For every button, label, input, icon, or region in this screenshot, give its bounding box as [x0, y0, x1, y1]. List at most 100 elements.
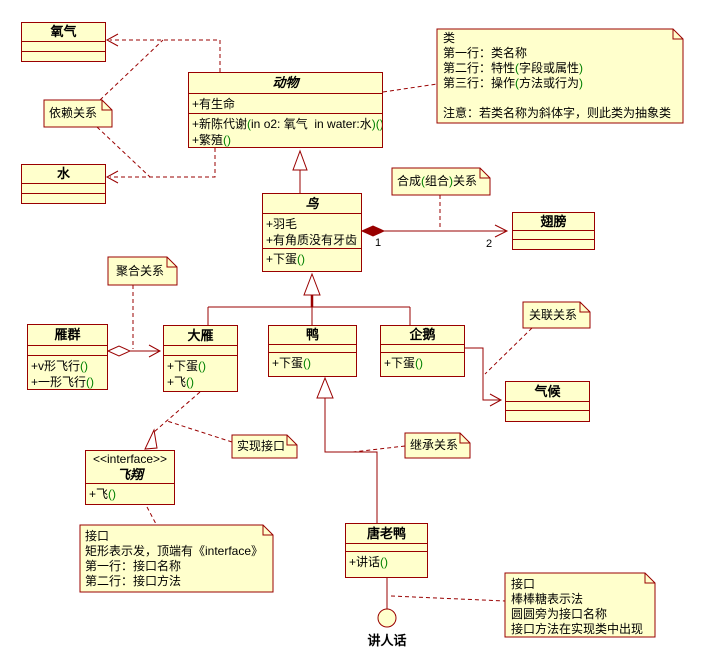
- lollipop-interface-label: 讲人话: [367, 633, 407, 648]
- note-shape-inherit[interactable]: [404, 432, 471, 459]
- operation-line: +下蛋(): [272, 356, 312, 370]
- operation-line: +一形飞行(): [31, 375, 95, 389]
- association-penguin-climate-line: [463, 347, 500, 401]
- note-line: 第二行：接口方法: [85, 574, 182, 588]
- note-fold: [644, 573, 655, 584]
- note-class-explain: 类 第一行：类名称 第二行：特性(字段或属性) 第三行：操作(方法或行为) 注意…: [443, 31, 679, 121]
- arrowhead-to-water: [105, 170, 119, 184]
- attributes-compartment: [381, 344, 464, 352]
- class-name: 翅膀: [540, 214, 567, 229]
- note-line: 接口: [511, 577, 536, 591]
- class-name: 大雁: [187, 328, 214, 343]
- note-composition: 合成(组合)关系: [397, 174, 487, 189]
- dependency-animal-water-line: [110, 148, 216, 178]
- attributes-compartment: [346, 543, 427, 551]
- class-name: 鸟: [305, 196, 319, 211]
- arrowhead-to-wing: [494, 224, 509, 238]
- generalization-triangle-duck: [316, 376, 334, 399]
- note-anchor-dependency-top: [99, 39, 164, 101]
- operation-line: +飞(): [89, 487, 117, 501]
- note-fold: [262, 525, 273, 536]
- dependency-animal-oxygen-line: [110, 39, 221, 72]
- class-box-penguin[interactable]: 企鹅 +下蛋(): [380, 325, 465, 377]
- note-line: 关联关系: [529, 308, 578, 322]
- operation-line: +下蛋(): [167, 359, 207, 373]
- operation-line: +讲话(): [349, 555, 389, 569]
- class-box-oxygen[interactable]: 氧气: [21, 22, 106, 62]
- note-shape-interface-lollipop[interactable]: [504, 572, 656, 638]
- note-line: 继承关系: [410, 438, 459, 452]
- operations-compartment: +下蛋(): [381, 352, 464, 376]
- attributes-compartment: [269, 344, 356, 352]
- note-fold: [459, 433, 470, 444]
- note-shape-dependency[interactable]: [43, 99, 113, 128]
- attribute-line: +有角质没有牙齿: [266, 233, 358, 247]
- interface-title-compartment: <<interface>> 飞翔: [86, 451, 174, 483]
- note-shape-composition[interactable]: [391, 167, 491, 196]
- operations-compartment: [513, 239, 594, 249]
- generalization-triangle-animal: [292, 149, 308, 171]
- realization-goose-fly-line: [153, 391, 201, 433]
- note-line: 依赖关系: [49, 106, 98, 120]
- operations-compartment: +讲话(): [346, 551, 427, 577]
- note-line: 第三行：操作(方法或行为): [443, 76, 584, 90]
- attributes-compartment: [28, 345, 107, 355]
- operations-compartment: +下蛋(): [263, 248, 361, 271]
- operation-line: +飞(): [167, 375, 195, 389]
- arrowhead-to-goose: [148, 344, 162, 358]
- class-box-climate[interactable]: 气候: [505, 381, 590, 422]
- operations-compartment: [22, 193, 105, 203]
- class-box-donald[interactable]: 唐老鸭 +讲话(): [345, 523, 428, 578]
- operations-compartment: +新陈代谢(in o2: 氧气 in water:水)() +繁殖(): [189, 113, 382, 147]
- class-name: 企鹅: [409, 327, 436, 342]
- note-line: 类: [443, 31, 456, 45]
- class-box-water[interactable]: 水: [21, 164, 106, 204]
- generalization-triangle-bird: [303, 272, 321, 296]
- note-line: 第一行：接口名称: [85, 559, 182, 573]
- note-shape-interface-rect[interactable]: [79, 524, 274, 593]
- lollipop-interface-circle[interactable]: [377, 608, 397, 628]
- note-anchor-inherit: [352, 445, 406, 453]
- attributes-compartment: +有生命: [189, 93, 382, 113]
- class-box-duck[interactable]: 鸭 +下蛋(): [268, 325, 357, 377]
- note-shape-class-explain[interactable]: [436, 28, 684, 124]
- composition-diamond: [360, 225, 386, 237]
- interface-box-fly[interactable]: <<interface>> 飞翔 +飞(): [85, 450, 175, 505]
- class-box-bird[interactable]: 鸟 +羽毛 +有角质没有牙齿 +下蛋(): [262, 193, 362, 272]
- note-shape-realize[interactable]: [231, 434, 298, 459]
- note-interface-lollipop: 接口 棒棒糖表示法 圆圆旁为接口名称 接口方法在实现类中出现: [511, 577, 651, 637]
- class-name: 氧气: [50, 24, 77, 39]
- class-name: 水: [56, 166, 70, 181]
- class-box-goose[interactable]: 大雁 +下蛋() +飞(): [163, 325, 238, 392]
- note-inherit: 继承关系: [410, 438, 466, 453]
- note-fold: [286, 435, 297, 446]
- operations-compartment: [22, 51, 105, 61]
- operations-compartment: +下蛋(): [269, 352, 356, 376]
- operations-compartment: +飞(): [86, 483, 174, 505]
- note-line: 圆圆旁为接口名称: [511, 607, 608, 621]
- note-shapes: [43, 28, 684, 638]
- attributes-compartment: [513, 230, 594, 239]
- operation-line: +新陈代谢(in o2: 氧气 in water:水)(): [192, 117, 382, 131]
- note-shape-association[interactable]: [522, 301, 591, 329]
- class-box-animal[interactable]: 动物 +有生命 +新陈代谢(in o2: 氧气 in water:水)() +繁…: [188, 72, 383, 148]
- operations-compartment: +v形飞行() +一形飞行(): [28, 355, 107, 389]
- realization-triangle-fly: [144, 428, 158, 450]
- operation-line: +下蛋(): [266, 252, 306, 266]
- class-name: 动物: [272, 75, 299, 90]
- class-box-wing[interactable]: 翅膀: [512, 212, 595, 250]
- attributes-compartment: [164, 345, 237, 355]
- note-shape-aggregation[interactable]: [107, 256, 178, 286]
- note-fold: [166, 257, 177, 268]
- note-association: 关联关系: [529, 308, 587, 323]
- note-fold: [101, 100, 112, 111]
- class-name: 鸭: [305, 327, 319, 342]
- note-anchor-dependency-bottom: [96, 126, 151, 178]
- note-fold: [672, 29, 683, 40]
- note-line: 棒棒糖表示法: [511, 592, 584, 606]
- operation-line: +下蛋(): [384, 356, 424, 370]
- note-anchor-class-explain: [382, 83, 438, 93]
- arrowhead-to-oxygen: [105, 33, 119, 47]
- class-box-flock[interactable]: 雁群 +v形飞行() +一形飞行(): [27, 324, 108, 390]
